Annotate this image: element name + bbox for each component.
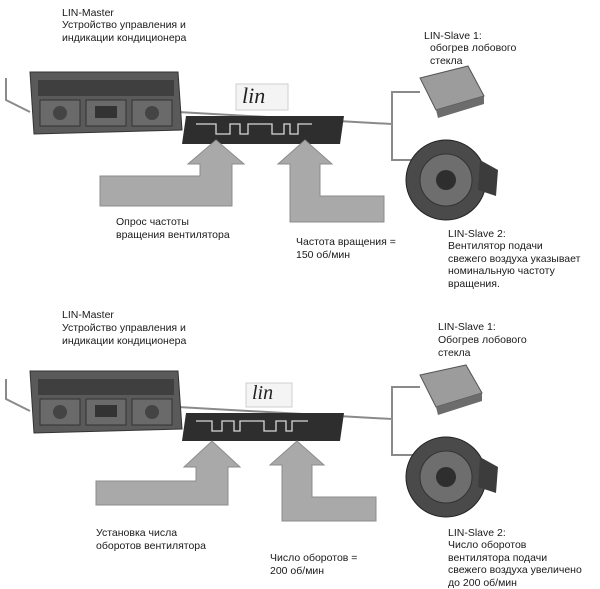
speed-response-label: Число оборотов = 200 об/мин [270, 552, 358, 577]
slave1-title: LIN-Slave 1: [424, 30, 482, 42]
slave1-description: обогрев лобового стекла [430, 42, 517, 67]
control-unit-device [29, 71, 183, 135]
lin-logo: lin [252, 382, 274, 404]
control-unit-device [29, 370, 183, 434]
blower-fan-device [405, 139, 498, 221]
slave2-title: LIN-Slave 2: [448, 527, 506, 539]
set-speed-arrow [95, 440, 242, 506]
master-description: Устройство управления и индикации кондиц… [62, 322, 187, 347]
slave1-title: LIN-Slave 1: [438, 321, 496, 333]
master-description: Устройство управления и индикации кондиц… [62, 19, 187, 44]
top-diagram-graphic [5, 65, 498, 223]
slave2-description: Число оборотов вентилятора подачи свежег… [448, 539, 582, 589]
lin-logo-card [245, 382, 293, 408]
lin-logo-card [235, 83, 289, 111]
request-arrow [99, 139, 246, 207]
bottom-panel: LIN-Master Устройство управления и индик… [0, 295, 600, 589]
response-label: Частота вращения = 150 об/мин [296, 236, 396, 261]
master-title: LIN-Master [62, 7, 114, 19]
bottom-diagram-graphic [5, 364, 498, 522]
lin-logo: lin [242, 83, 266, 108]
request-label: Опрос частоты вращения вентилятора [116, 216, 230, 241]
master-title: LIN-Master [62, 309, 114, 321]
slave2-title: LIN-Slave 2: [448, 228, 506, 240]
windshield-heater-device [419, 65, 485, 118]
speed-response-arrow [268, 440, 377, 522]
response-arrow [276, 139, 385, 223]
set-speed-label: Установка числа оборотов вентилятора [96, 527, 206, 552]
windshield-heater-device [419, 364, 483, 415]
signal-bar [182, 413, 344, 441]
signal-bar [182, 116, 344, 144]
top-panel: LIN-Master Устройство управления и индик… [0, 0, 600, 294]
slave1-description: Обогрев лобового стекла [438, 334, 527, 359]
blower-fan-device [405, 436, 498, 518]
slave2-description: Вентилятор подачи свежего воздуха указыв… [448, 240, 581, 290]
